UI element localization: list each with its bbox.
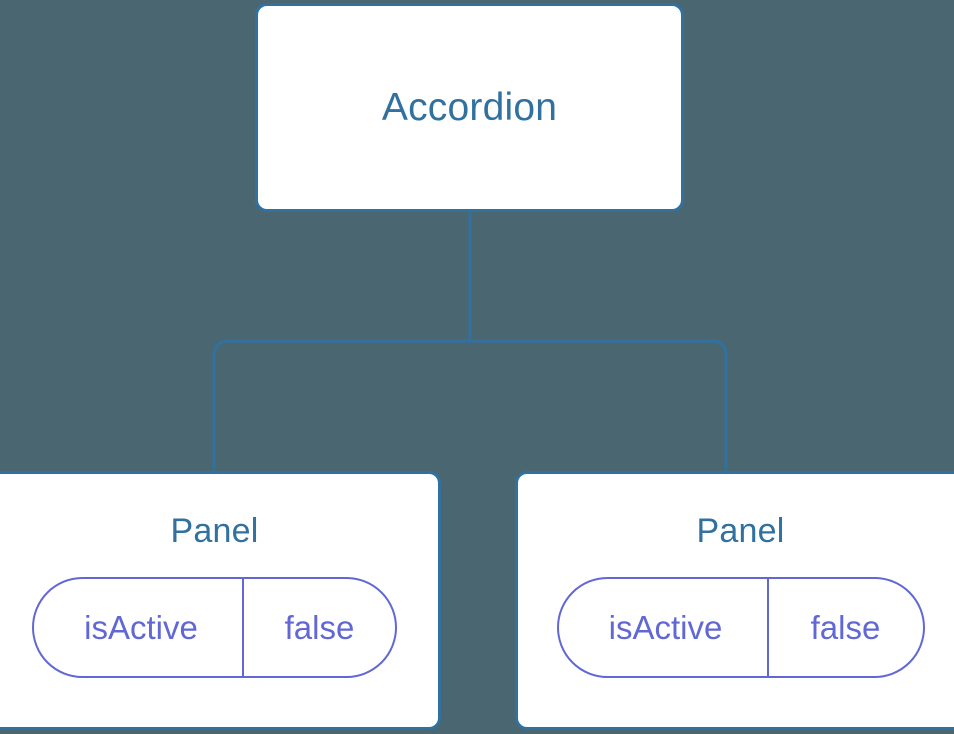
node-accordion-title: Accordion (381, 86, 558, 129)
prop-value-panel-2: false (810, 609, 881, 646)
node-panel-2-title: Panel (696, 512, 785, 550)
prop-value-panel-1: false (284, 609, 355, 646)
node-panel-2[interactable]: Panel isActive false (515, 471, 954, 730)
prop-divider-panel-2 (766, 579, 769, 676)
prop-key-panel-2: isActive (608, 609, 723, 646)
prop-pill-panel-2[interactable]: isActive false (556, 577, 925, 678)
connector-branch-left (212, 339, 470, 473)
connector-branch-right (470, 339, 728, 473)
node-accordion[interactable]: Accordion (255, 3, 684, 212)
node-panel-1[interactable]: Panel isActive false (0, 471, 441, 730)
node-panel-1-title: Panel (170, 512, 259, 550)
prop-key-panel-1: isActive (84, 609, 198, 646)
prop-pill-panel-1[interactable]: isActive false (32, 577, 397, 678)
prop-divider-panel-1 (242, 579, 244, 676)
